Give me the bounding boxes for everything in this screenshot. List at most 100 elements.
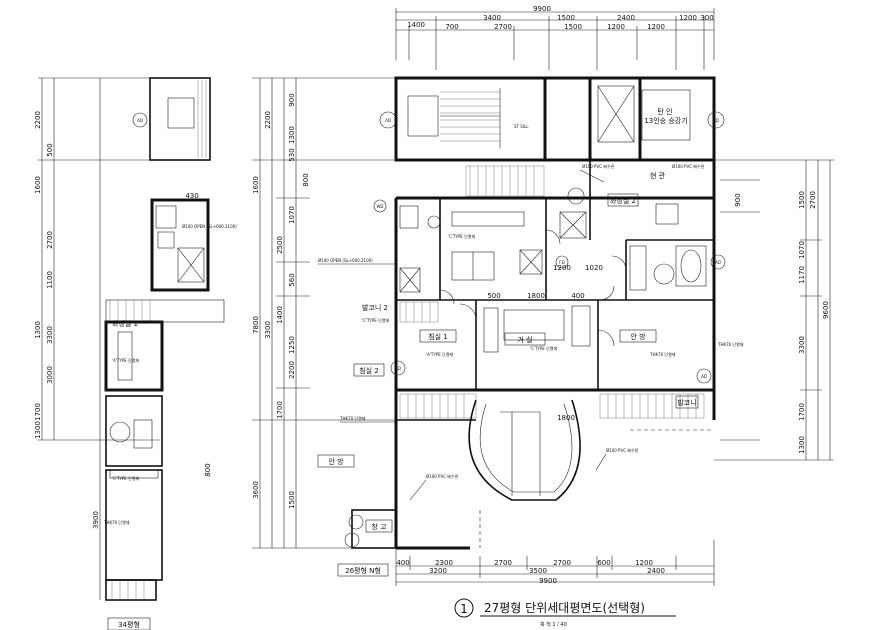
dim-left-outer-2: 7800: [252, 316, 260, 334]
thk-note-1: THK70 단열재: [339, 415, 366, 421]
top-dimensions: 9900 1400 3400 1500 2400 1200 300 700 27…: [395, 5, 715, 70]
title-scale: 축 척 1 / 40: [540, 621, 567, 628]
stair-treads: [440, 91, 500, 142]
dim-far-left-6: 1300: [34, 321, 42, 339]
elevator-label: 탄 인 13인승 승강기: [644, 107, 687, 125]
unit-label-26: 26평형 N형: [345, 566, 381, 575]
dim-top-2: 3400: [483, 14, 501, 22]
dim-left-outer-3: 3600: [252, 481, 260, 499]
dim-bottom-6: 1200: [635, 559, 653, 567]
dim-far-left-10: 1300: [34, 421, 42, 439]
pvc-note-4: Ø100 PVC 배수관: [426, 473, 459, 479]
room-master-left: 안 방: [328, 457, 344, 466]
dim-far-left-11: 3900: [92, 511, 100, 529]
dim-left-fine-7: 2200: [288, 361, 296, 379]
dim-int-1: 500: [487, 292, 500, 300]
left-opening-note: Ø100 OPEN (SL+600.2100): [182, 224, 237, 229]
room-bed1: 침실 1: [428, 332, 448, 341]
balcony-hatching: [399, 165, 705, 419]
dim-far-left-top: 430: [185, 192, 198, 200]
dim-left-inner-4: 3300: [264, 321, 272, 339]
dim-int-8: 800: [302, 173, 310, 186]
dim-top-6: 300: [700, 14, 713, 22]
dim-int-6: 1020: [585, 264, 603, 272]
dim-bottom-total: 9900: [539, 577, 557, 585]
dim-top-r2-5: 1200: [647, 23, 665, 31]
room-entrance: 현 관: [650, 171, 666, 180]
unit-label-34: 34평형: [118, 620, 140, 629]
dim-far-left-9: 1700: [34, 403, 42, 421]
dim-top-r2-4: 1200: [607, 23, 625, 31]
typec-note-3: 'C'TYPE 단열재: [362, 317, 389, 323]
pvc-note-2: Ø100 PVC 배수관: [672, 163, 705, 169]
dim-far-left-3: 1600: [34, 176, 42, 194]
room-living: 거 실: [517, 335, 532, 344]
dim-bottom-r2-2: 3500: [529, 567, 547, 575]
dim-top-4: 2400: [617, 14, 635, 22]
dim-int-5: 1800: [557, 414, 575, 422]
left-partial-plan: 2200 500 1600 2700 1100 1300 3300 3000 1…: [34, 77, 237, 630]
dim-left-inner-1: 2200: [264, 111, 272, 129]
typec-note-2: 'C'TYPE 단열재: [530, 345, 557, 351]
dim-top-5: 1200: [679, 14, 697, 22]
dim-bottom-r2-3: 2400: [647, 567, 665, 575]
ad-tag-right2: AD: [701, 374, 707, 379]
left-thk-note: THK70 단열재: [103, 519, 130, 525]
typea-note-1: 'A'TYPE 단열재: [426, 351, 453, 357]
room-bath2: 화장실 2: [610, 196, 636, 205]
dim-left-fine-1: 900: [288, 93, 296, 106]
ad-tag-core-right: AD: [713, 118, 719, 123]
dim-far-left-7: 3300: [46, 326, 54, 344]
dim-top-1: 1400: [407, 21, 425, 29]
room-lobby: 발코니: [677, 398, 696, 407]
ad-tag-right: AD: [715, 260, 721, 265]
dim-bottom-3: 2700: [494, 559, 512, 567]
dim-left-fine-5: 560: [288, 273, 296, 286]
dim-right-inner-5: 1700: [798, 403, 806, 421]
dim-right-inner-4: 3300: [798, 336, 806, 354]
typec-note-1: 'C'TYPE 단열재: [448, 233, 475, 239]
dim-left-inner-5: 1700: [276, 401, 284, 419]
dim-right-outer-2: 9600: [822, 301, 830, 319]
room-storage: 창 고: [371, 523, 387, 531]
st-sill-note: ST SILL: [514, 124, 529, 129]
dim-bottom-2: 2300: [435, 559, 453, 567]
bottom-dimensions: 400 2300 2700 2700 600 1200 3200 3500 24…: [395, 540, 715, 586]
drawing-title: 1 27평형 단위세대평면도(선택형) 축 척 1 / 40: [454, 598, 676, 628]
room-master: 안 방: [630, 332, 646, 341]
main-plan: 탄 인 13인승 승강기 AD ST SILL AD: [302, 76, 760, 577]
dim-far-left-5: 1100: [46, 271, 54, 289]
dim-bottom-r2-1: 3200: [429, 567, 447, 575]
dim-top-total: 9900: [533, 5, 551, 13]
dim-int-7: 900: [734, 193, 742, 206]
dim-right-inner-2: 1070: [798, 241, 806, 259]
ad-tag-left2: AD: [395, 366, 401, 371]
dim-bottom-5: 600: [597, 559, 610, 567]
thk-note-2: THK70 단열재: [649, 351, 676, 357]
mid-left-1: 800: [204, 463, 212, 476]
dim-left-inner-3: 1400: [276, 306, 284, 324]
ad-tag-core: AD: [385, 118, 391, 123]
room-bed2: 침실 2: [359, 366, 379, 375]
dim-right-outer-1: 2700: [809, 191, 817, 209]
dim-int-2: 1800: [527, 292, 545, 300]
room-balcony: 발코니 2: [362, 303, 388, 312]
dim-left-outer-1: 1600: [252, 176, 260, 194]
wd-tag: WD: [376, 204, 383, 209]
dim-left-fine-6: 1250: [288, 336, 296, 354]
dim-left-fine-8: 1500: [288, 491, 296, 509]
dim-far-left-8: 3000: [46, 366, 54, 384]
left-dimensions: 1600 7800 3600 2200 2500 1400 3300 1700 …: [252, 77, 396, 549]
dim-left-fine-2: 1300: [288, 126, 296, 144]
dim-far-left-4: 2700: [46, 231, 54, 249]
dim-right-inner-3: 1170: [798, 266, 806, 284]
dim-top-r2-2: 2700: [494, 23, 512, 31]
right-dimensions: 2700 9600 1500 1070 1170 3300 1700 1300: [714, 159, 834, 461]
dim-right-inner-6: 1300: [798, 436, 806, 454]
dim-top-3: 1500: [557, 14, 575, 22]
ad-tag-left: AD: [137, 118, 143, 123]
left-typea-note: 'A'TYPE 단열재: [112, 357, 139, 363]
dim-int-3: 400: [571, 292, 584, 300]
dim-bottom-1: 400: [396, 559, 409, 567]
dim-top-r2-1: 700: [445, 23, 458, 31]
